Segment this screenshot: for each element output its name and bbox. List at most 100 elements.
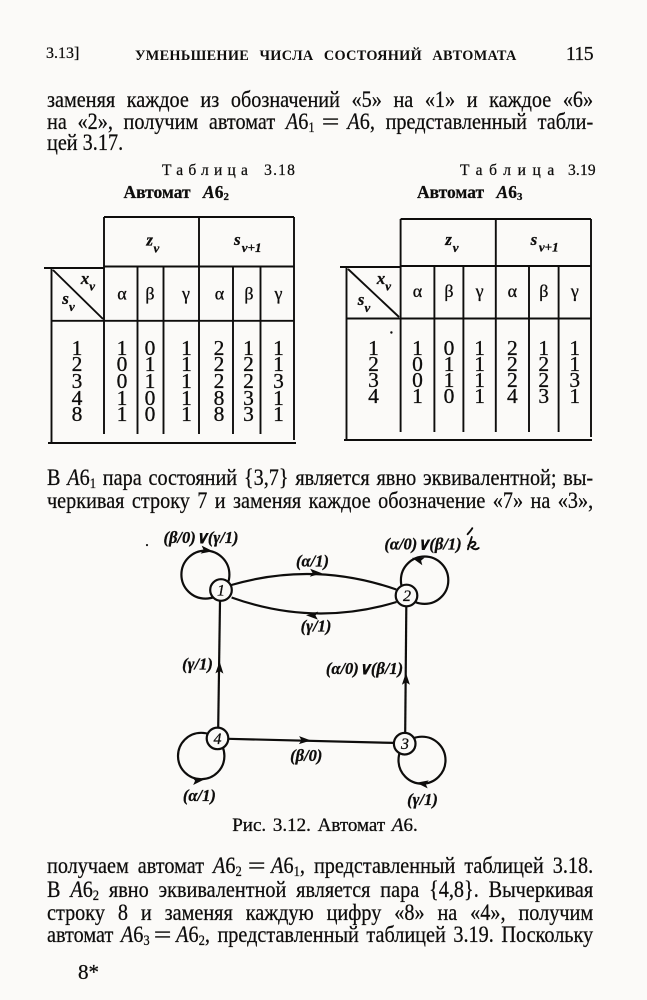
svg-text:s: s (61, 289, 69, 308)
svg-text:1: 1 (273, 352, 284, 376)
svg-text:1: 1 (145, 369, 156, 393)
svg-text:0: 0 (145, 386, 156, 410)
svg-text:3: 3 (538, 384, 549, 408)
svg-text:2: 2 (72, 352, 83, 376)
svg-text:1: 1 (569, 384, 580, 408)
svg-text:(γ/1): (γ/1) (407, 790, 438, 809)
svg-text:0: 0 (117, 352, 128, 376)
svg-text:0: 0 (412, 352, 423, 376)
svg-text:1: 1 (217, 583, 225, 600)
svg-text:ν: ν (365, 300, 371, 315)
svg-text:1: 1 (538, 336, 549, 360)
svg-text:1: 1 (444, 368, 455, 392)
svg-text:(γ/1): (γ/1) (301, 617, 332, 636)
svg-text:2: 2 (507, 336, 518, 360)
svg-text:(α/1): (α/1) (183, 786, 216, 805)
svg-text:1: 1 (181, 402, 192, 426)
svg-text:z: z (444, 230, 452, 249)
svg-text:0: 0 (117, 369, 128, 393)
svg-text:3: 3 (400, 736, 409, 753)
svg-text:1: 1 (474, 368, 485, 392)
svg-text:3: 3 (243, 386, 254, 410)
svg-text:8: 8 (214, 386, 225, 410)
svg-text:(α/1): (α/1) (296, 552, 329, 571)
svg-text:0: 0 (444, 384, 455, 408)
svg-text:1: 1 (412, 384, 423, 408)
svg-text:(α/0)∨(β/1): (α/0)∨(β/1) (384, 535, 461, 554)
svg-text:ν: ν (385, 279, 391, 294)
svg-text:ν: ν (453, 240, 459, 255)
svg-text:1: 1 (474, 384, 485, 408)
svg-text:2: 2 (507, 368, 518, 392)
svg-text:3: 3 (72, 369, 83, 393)
svg-text:1: 1 (273, 336, 284, 360)
svg-text:(β/0): (β/0) (290, 746, 322, 765)
svg-text:γ: γ (570, 281, 579, 301)
svg-text:1: 1 (117, 402, 128, 426)
svg-text:1: 1 (444, 352, 455, 376)
svg-text:ν+1: ν+1 (539, 240, 559, 255)
svg-text:ν: ν (89, 279, 95, 294)
svg-text:2: 2 (243, 352, 254, 376)
svg-text:s: s (530, 230, 538, 249)
svg-text:4: 4 (507, 384, 518, 408)
svg-text:β: β (444, 281, 453, 301)
svg-text:ν+1: ν+1 (242, 240, 262, 255)
svg-text:2: 2 (538, 368, 549, 392)
svg-text:2: 2 (243, 369, 254, 393)
svg-text:1: 1 (273, 402, 284, 426)
svg-text:0: 0 (412, 368, 423, 392)
svg-text:2: 2 (538, 352, 549, 376)
svg-text:α: α (215, 284, 225, 304)
svg-text:.: . (145, 533, 149, 550)
svg-text:ν: ν (69, 299, 75, 314)
svg-text:x: x (80, 269, 90, 288)
svg-text:γ: γ (475, 281, 484, 301)
svg-text:1: 1 (145, 352, 156, 376)
svg-text:4: 4 (72, 386, 83, 410)
svg-text:z: z (145, 231, 153, 250)
svg-text:1: 1 (474, 336, 485, 360)
svg-text:1: 1 (243, 336, 254, 360)
svg-text:2: 2 (368, 352, 379, 376)
svg-text:1: 1 (474, 352, 485, 376)
svg-text:(β/0)∨(γ/1): (β/0)∨(γ/1) (163, 528, 238, 547)
svg-text:0: 0 (145, 336, 156, 360)
svg-text:1: 1 (412, 336, 423, 360)
svg-text:1: 1 (117, 386, 128, 410)
svg-text:(γ/1): (γ/1) (182, 655, 213, 674)
svg-text:(α/0)∨(β/1): (α/0)∨(β/1) (326, 659, 403, 678)
svg-text:ν: ν (154, 241, 160, 256)
svg-text:Рис. 3.12. Автомат А6.: Рис. 3.12. Автомат А6. (232, 815, 418, 836)
svg-text:2: 2 (403, 588, 411, 605)
svg-text:3: 3 (569, 368, 580, 392)
svg-text:4: 4 (368, 384, 379, 408)
svg-text:1: 1 (181, 386, 192, 410)
svg-text:α: α (117, 284, 127, 304)
svg-text:8: 8 (72, 402, 83, 426)
svg-text:2: 2 (214, 336, 225, 360)
svg-text:3: 3 (243, 402, 254, 426)
svg-text:1: 1 (569, 352, 580, 376)
svg-text:α: α (413, 281, 423, 301)
svg-text:β: β (539, 281, 548, 301)
svg-text:1: 1 (181, 369, 192, 393)
svg-text:4: 4 (214, 731, 222, 748)
svg-text:1: 1 (72, 336, 83, 360)
svg-text:3: 3 (368, 368, 379, 392)
svg-text:x: x (376, 269, 386, 288)
svg-text:1: 1 (181, 352, 192, 376)
svg-text:0: 0 (444, 336, 455, 360)
svg-text:1: 1 (569, 336, 580, 360)
svg-text:1: 1 (368, 336, 379, 360)
svg-text:8: 8 (214, 402, 225, 426)
svg-text:γ: γ (274, 284, 283, 304)
svg-text:β: β (244, 284, 253, 304)
svg-text:β: β (145, 284, 154, 304)
svg-text:s: s (233, 230, 241, 249)
svg-text:1: 1 (273, 386, 284, 410)
svg-text:γ: γ (181, 284, 190, 304)
svg-text:2: 2 (507, 352, 518, 376)
svg-text:α: α (508, 281, 518, 301)
svg-text:1: 1 (181, 336, 192, 360)
